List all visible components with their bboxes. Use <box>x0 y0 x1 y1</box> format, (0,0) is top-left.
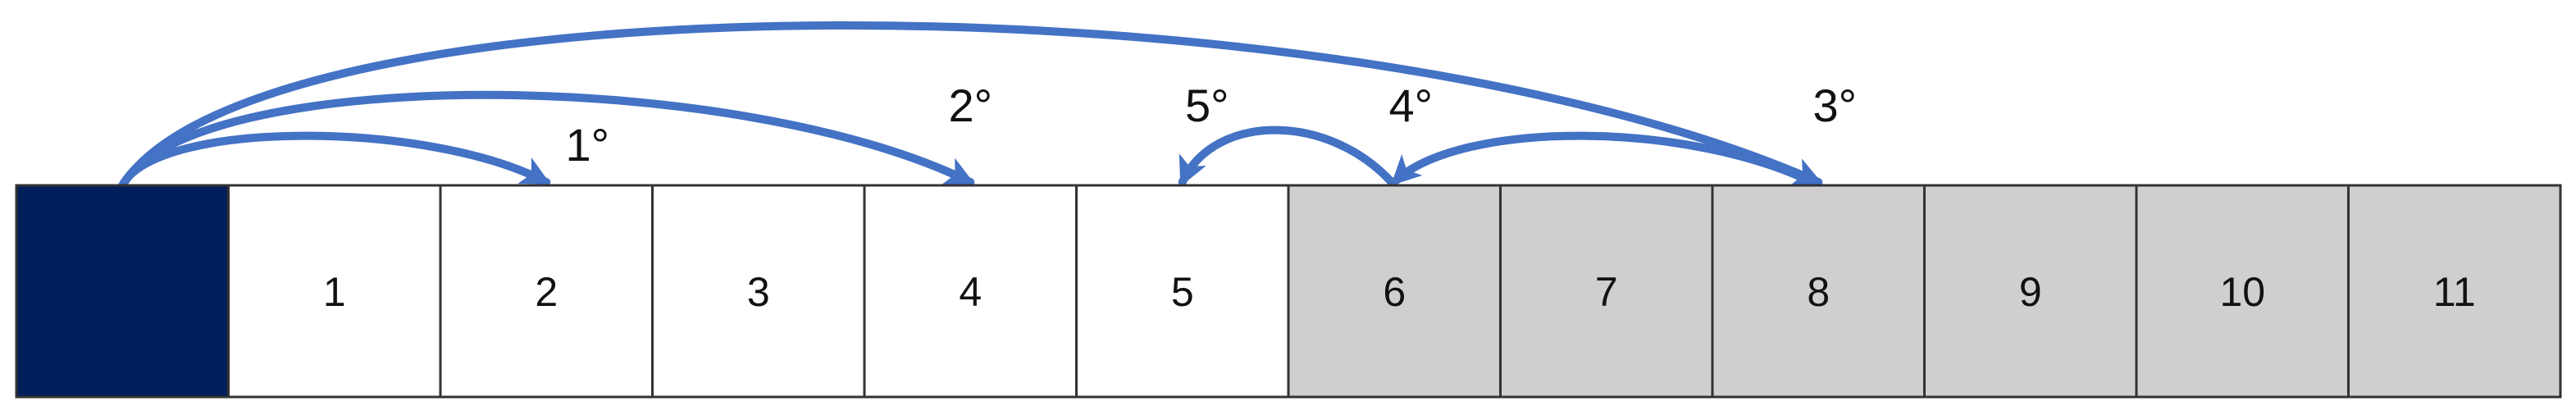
cell-label: 2 <box>535 269 558 315</box>
cell-box <box>1287 184 1502 399</box>
cell-9: 9 <box>1923 184 2138 399</box>
cell-box <box>1499 184 1714 399</box>
cell-7: 7 <box>1499 184 1714 399</box>
jump-arrow-3 <box>118 21 1823 189</box>
cell-strip: 1 2 3 4 5 6 7 8 9 10 11 <box>15 184 2562 399</box>
cell-label: 10 <box>2219 269 2265 315</box>
cell-2: 2 <box>439 184 654 399</box>
jump-label-3: 3° <box>1812 80 1857 131</box>
cell-box <box>439 184 654 399</box>
jump-label-2: 2° <box>948 80 992 131</box>
cell-label: 8 <box>1807 269 1830 315</box>
cell-box <box>15 184 230 399</box>
jump-arrow-5 <box>1178 125 1399 189</box>
jump-label-1: 1° <box>565 119 609 171</box>
cell-6: 6 <box>1287 184 1502 399</box>
jump-labels: 1° 2° 3° 4° 5° <box>565 80 1857 171</box>
cell-box <box>651 184 866 399</box>
cell-11: 11 <box>2347 184 2562 399</box>
jump-label-4: 4° <box>1388 80 1433 131</box>
cell-8: 8 <box>1711 184 1926 399</box>
cell-10: 10 <box>2135 184 2350 399</box>
jump-arrow-2 <box>118 90 975 189</box>
cell-4: 4 <box>863 184 1078 399</box>
cell-label: 3 <box>747 269 770 315</box>
jump-arcs <box>118 21 1823 189</box>
cell-box <box>2135 184 2350 399</box>
jump-label-5: 5° <box>1185 80 1229 131</box>
cell-box <box>1075 184 1290 399</box>
cell-1: 1 <box>227 184 442 399</box>
cell-label: 4 <box>959 269 982 315</box>
cell-3: 3 <box>651 184 866 399</box>
cell-box <box>227 184 442 399</box>
cell-label: 11 <box>2433 269 2476 315</box>
cell-box <box>863 184 1078 399</box>
cell-start <box>15 184 230 399</box>
jump-arrow-4 <box>1390 131 1823 189</box>
cell-label: 6 <box>1383 269 1406 315</box>
cell-label: 9 <box>2019 269 2042 315</box>
cell-5: 5 <box>1075 184 1290 399</box>
jump-arrow-1 <box>118 131 551 189</box>
cell-box <box>1923 184 2138 399</box>
cell-label: 1 <box>323 269 346 315</box>
cell-label: 5 <box>1171 269 1194 315</box>
cell-label: 7 <box>1595 269 1618 315</box>
cell-box <box>2347 184 2562 399</box>
